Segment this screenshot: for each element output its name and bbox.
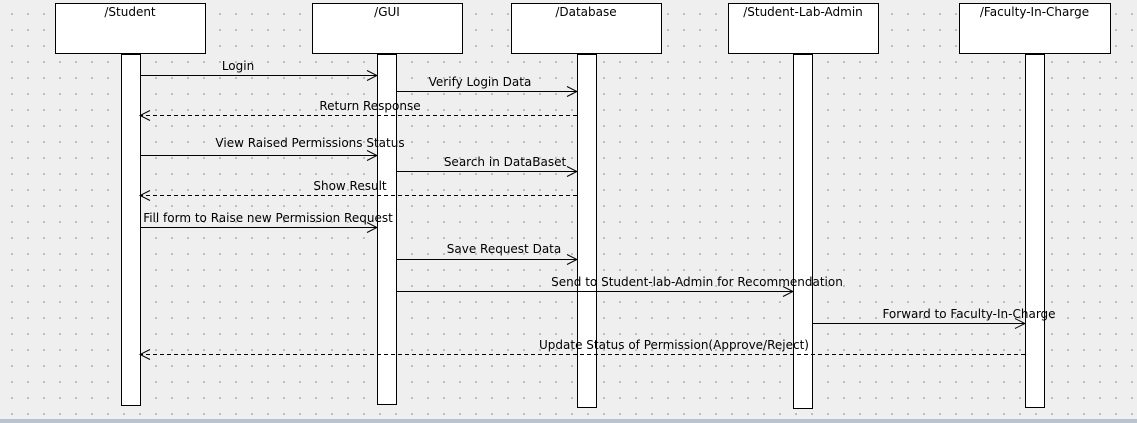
message-label: Forward to Faculty-In-Charge (882, 307, 1055, 321)
message-label: Search in DataBaset (444, 155, 567, 169)
message-3[interactable]: Return Response (140, 99, 577, 116)
message-6[interactable]: Show Result (140, 179, 577, 196)
participant-box-student[interactable] (55, 3, 206, 54)
participant-box-gui[interactable] (312, 3, 463, 54)
message-5[interactable]: Search in DataBaset (396, 155, 577, 172)
message-label: Fill form to Raise new Permission Reques… (143, 211, 393, 225)
participant-box-sla[interactable] (728, 3, 879, 54)
activation-bar-database (577, 54, 597, 408)
message-1[interactable]: Login (140, 59, 377, 76)
participant-sla[interactable]: /Student-Lab-Admin (728, 3, 879, 409)
participant-label-gui: /GUI (374, 5, 400, 19)
message-4[interactable]: View Raised Permissions Status (140, 136, 405, 156)
message-label: Save Request Data (447, 242, 561, 256)
participant-fic[interactable]: /Faculty-In-Charge (959, 3, 1111, 408)
participant-label-database: /Database (555, 5, 616, 19)
message-label: Verify Login Data (429, 75, 532, 89)
message-11[interactable]: Update Status of Permission(Approve/Reje… (140, 338, 1025, 355)
message-2[interactable]: Verify Login Data (396, 75, 577, 92)
message-label: Return Response (319, 99, 420, 113)
message-label: Update Status of Permission(Approve/Reje… (539, 338, 809, 352)
activation-bar-student (121, 54, 141, 406)
participant-label-student: /Student (104, 5, 156, 19)
participant-box-fic[interactable] (959, 3, 1111, 54)
activation-bar-sla (793, 54, 813, 409)
message-8[interactable]: Save Request Data (396, 242, 577, 260)
participant-label-fic: /Faculty-In-Charge (980, 5, 1089, 19)
participant-gui[interactable]: /GUI (312, 3, 463, 405)
bottom-border (0, 419, 1137, 423)
message-10[interactable]: Forward to Faculty-In-Charge (812, 307, 1056, 324)
message-9[interactable]: Send to Student-lab-Admin for Recommenda… (396, 275, 843, 292)
message-label: Login (222, 59, 254, 73)
participant-label-sla: /Student-Lab-Admin (743, 5, 863, 19)
participant-database[interactable]: /Database (511, 3, 662, 408)
message-label: Send to Student-lab-Admin for Recommenda… (551, 275, 843, 289)
activation-bar-fic (1025, 54, 1045, 408)
participant-box-database[interactable] (511, 3, 662, 54)
message-label: View Raised Permissions Status (215, 136, 404, 150)
message-7[interactable]: Fill form to Raise new Permission Reques… (140, 211, 393, 228)
message-label: Show Result (313, 179, 387, 193)
participant-student[interactable]: /Student (55, 3, 206, 406)
